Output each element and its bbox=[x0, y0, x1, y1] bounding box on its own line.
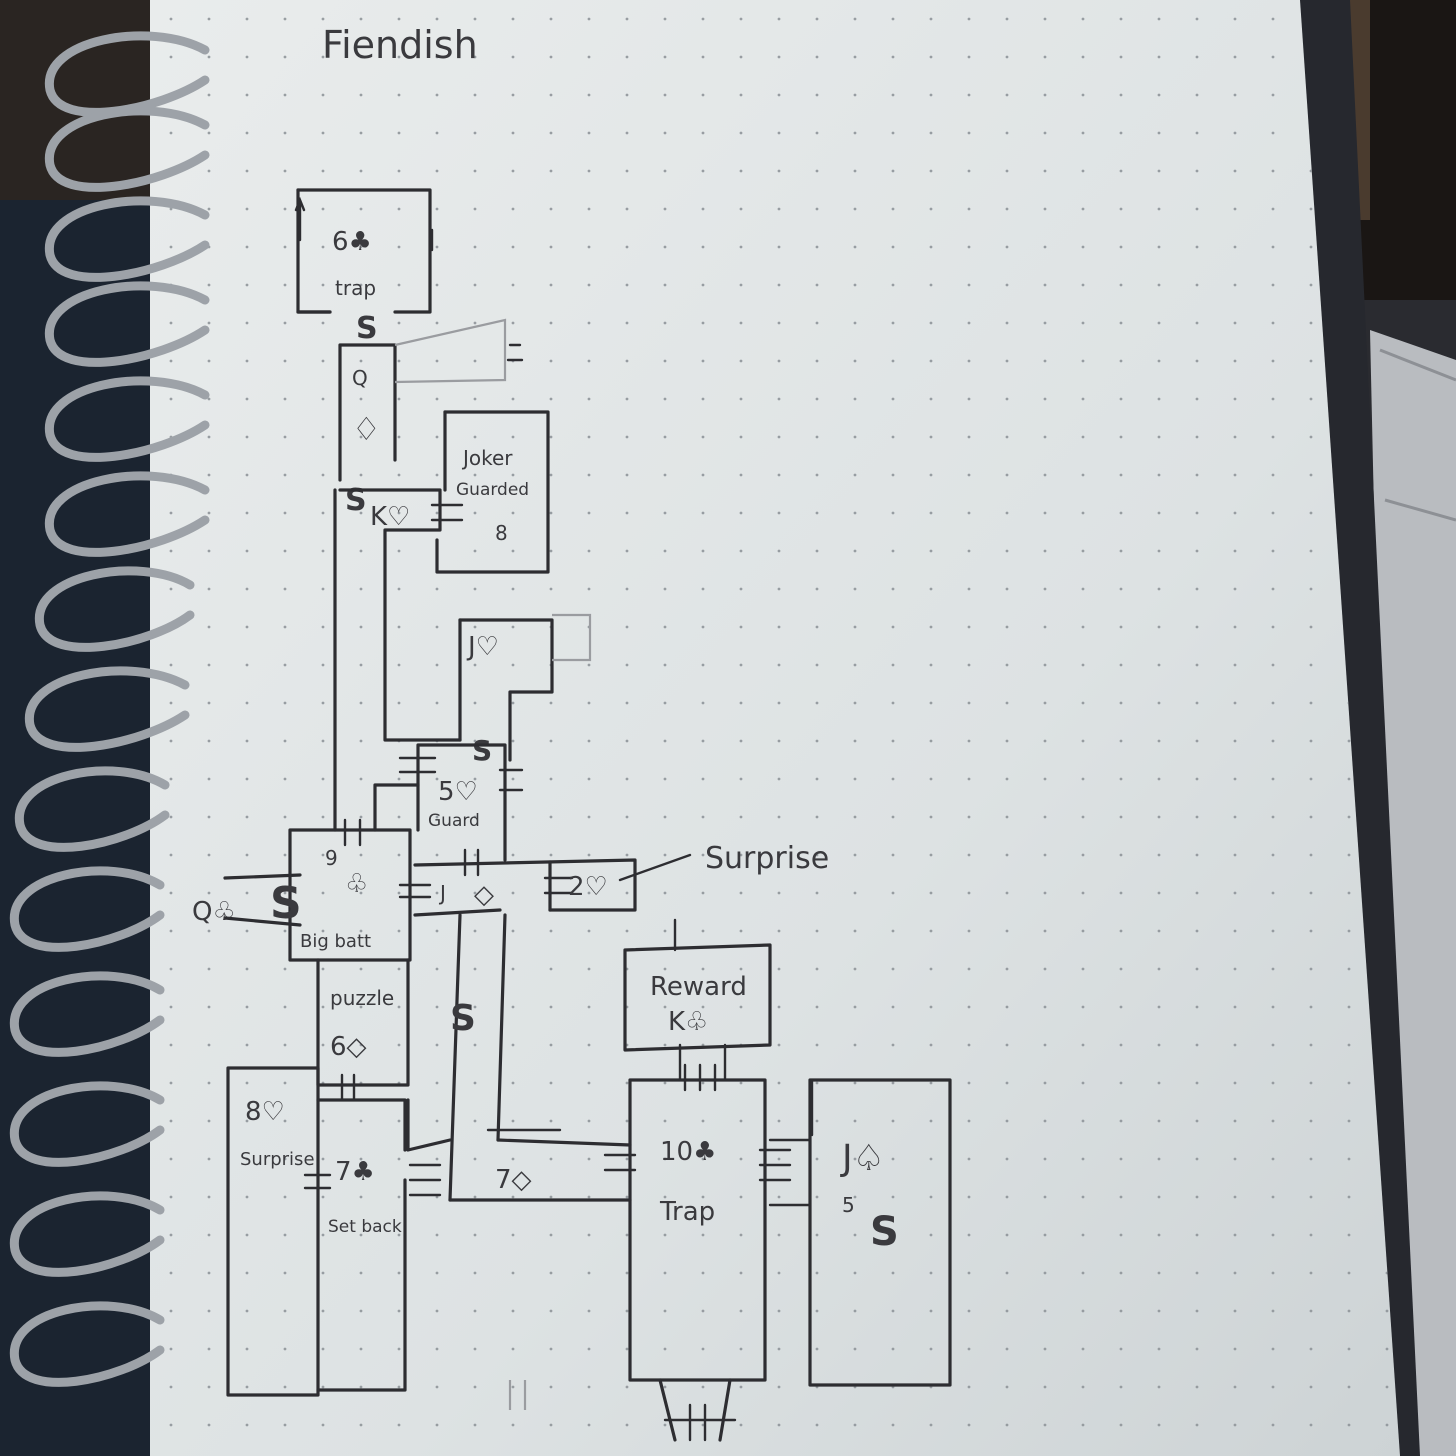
room-label: Surprise bbox=[240, 1149, 315, 1170]
secret-door-mark: S bbox=[270, 878, 302, 929]
room-sub: Guarded bbox=[456, 480, 529, 500]
room-card: 10♣ bbox=[660, 1137, 716, 1167]
room-label: Big batt bbox=[300, 931, 371, 952]
secret-door-mark: S bbox=[870, 1209, 899, 1255]
room-card: J♤ bbox=[840, 1138, 885, 1179]
annotation-surprise: Surprise bbox=[705, 841, 829, 876]
room-card: K♧ bbox=[668, 1007, 708, 1037]
corridor-suit: ◇ bbox=[474, 880, 494, 910]
room-label: Trap bbox=[659, 1197, 715, 1227]
secret-door-mark: S bbox=[450, 998, 476, 1039]
room-num: 5 bbox=[842, 1193, 855, 1217]
room-card: 9 bbox=[325, 846, 338, 870]
room-card: J♡ bbox=[466, 632, 499, 662]
room-num: 8 bbox=[495, 521, 508, 545]
room-card: 7♣ bbox=[335, 1157, 375, 1187]
room-suit: ♧ bbox=[345, 869, 368, 899]
room-label: Guard bbox=[428, 811, 480, 831]
room-card: 8♡ bbox=[245, 1097, 285, 1127]
room-label: Joker bbox=[461, 446, 513, 470]
secret-door-mark: S bbox=[345, 483, 367, 518]
corridor-suit: ♢ bbox=[352, 410, 381, 448]
room-label: trap bbox=[335, 276, 376, 300]
corridor-card: 7◇ bbox=[495, 1165, 532, 1195]
corridor-card: Q♧ bbox=[192, 897, 236, 927]
secret-door-mark: S bbox=[356, 311, 378, 346]
room-label: Set back bbox=[328, 1217, 402, 1237]
room-card: 6◇ bbox=[330, 1032, 367, 1062]
corridor-card: Q bbox=[352, 366, 368, 390]
corridor-card: J bbox=[438, 881, 446, 905]
room-card: K♡ bbox=[370, 502, 410, 532]
room-card: 2♡ bbox=[568, 872, 608, 902]
page-title: Fiendish bbox=[322, 23, 478, 67]
dot-grid bbox=[150, 0, 1400, 1456]
room-label: puzzle bbox=[330, 986, 394, 1010]
room-card: 5♡ bbox=[438, 777, 478, 807]
room-label: Reward bbox=[650, 972, 747, 1002]
room-card: 6♣ bbox=[332, 227, 372, 257]
secret-door-mark: S bbox=[472, 734, 492, 767]
